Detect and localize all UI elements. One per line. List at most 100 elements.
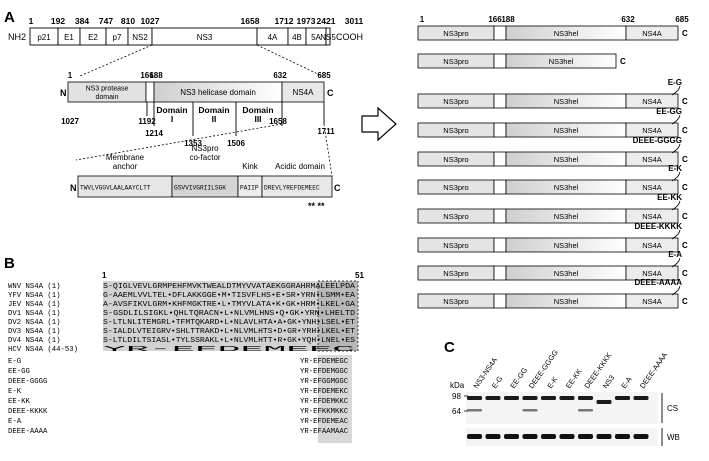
cooh-terminus: COOH <box>336 32 363 42</box>
construct-ns4a-label: NS4A <box>642 212 662 221</box>
cs-band <box>522 396 538 400</box>
domain-number: II <box>212 114 217 124</box>
poly-position: 1658 <box>241 16 260 26</box>
construct-ns4a-label: NS4A <box>642 241 662 250</box>
ns3-top-position: 685 <box>317 71 331 80</box>
construct-linker-box <box>493 179 507 195</box>
poly-segment-label: p21 <box>37 33 51 42</box>
sequence-alignment: 1 51 WNV NS4A (1)S-QIGLVEVLGRMPEHFMVKTWE… <box>8 271 364 443</box>
cs-band <box>504 396 519 400</box>
construct-ns4a-box <box>625 179 679 195</box>
ns4a-detail: Membrane anchor NS3pro co-factor Kink Ac… <box>70 144 341 211</box>
poly-segment-label: 5A <box>311 33 321 42</box>
poly-position: 1973 <box>297 16 316 26</box>
cs-band <box>596 400 612 404</box>
poly-position: 810 <box>121 16 135 26</box>
construct-ns3hel-label: NS3hel <box>554 241 579 250</box>
ns3-top-position: 166 <box>140 71 154 80</box>
wb-band <box>633 434 649 439</box>
domain-number: I <box>171 114 173 124</box>
mutant-sequence: YR-EFDEMEGC <box>300 358 349 366</box>
detail-c: C <box>334 183 341 193</box>
construct-c-label: C <box>682 97 688 106</box>
panel-label-c: C <box>444 339 455 356</box>
construct-mutation-label: E-K <box>668 164 682 173</box>
blot-lane-label: DEEE-AAAA <box>638 351 669 390</box>
alignment-sequence: G-AAEMLVVLTEL•DFLAKKGGE•M•TISVFLHS•E•SR•… <box>103 292 356 300</box>
domain-word: Domain <box>242 105 273 115</box>
alignment-name: JEV NS4A (1) <box>8 301 61 309</box>
construct-ns4a-box <box>625 265 679 281</box>
domain-number: III <box>254 114 261 124</box>
construct-mutation-label: E-A <box>668 250 682 259</box>
construct-mutation-label: EE-GG <box>656 107 682 116</box>
poly-position: 2421 <box>317 16 336 26</box>
cofactor-sequence: GSVVIVGRIILSGK <box>174 185 226 192</box>
poly-position: 192 <box>51 16 65 26</box>
domain-dividers <box>146 102 325 136</box>
mutant-sequence: YR-EFDEMEAC <box>300 418 349 426</box>
construct-mutation-label: E-G <box>668 78 682 87</box>
cs-faint-band <box>522 409 538 412</box>
construct-linker-box <box>493 122 507 138</box>
alignment-sequence: S-IALDLVTEIGRV•SHLTTRAKD•L•NLVMLHTS•D•GR… <box>103 328 356 336</box>
mutation-pointer <box>671 114 681 125</box>
construct-mutation-label: DEEE-GGGG <box>633 136 682 145</box>
wb-band <box>504 434 519 439</box>
construct-linker-box <box>493 93 507 109</box>
panel-label-b: B <box>4 255 15 272</box>
ns3-bottom-position: 1192 <box>138 117 156 126</box>
mutation-pointer <box>671 285 681 296</box>
construct-ns3hel-label: NS3hel <box>554 126 579 135</box>
cs-faint-band <box>467 409 482 412</box>
alignment-sequence: S-LTLDILTSIASL•TYLSSRAKL•L•NLVMLHTT•R•GK… <box>103 337 356 345</box>
mutant-name: E-A <box>8 418 22 426</box>
poly-segment-label: 4A <box>268 33 278 42</box>
construct-ns3hel-box <box>505 53 617 69</box>
poly-segment-label: NS3 <box>197 33 213 42</box>
alignment-sequence: A-AVSFIKVLGRM•KHFMGKTRE•L•TMYVLATA•K•GK•… <box>103 301 356 309</box>
construct-ns3pro-label: NS3pro <box>443 212 468 221</box>
poly-segment-label: E2 <box>88 33 98 42</box>
mutant-sequence: YR-EFDEMGGC <box>300 368 349 376</box>
acidic-label: Acidic domain <box>275 162 325 171</box>
construct-ns3hel-label: NS3hel <box>554 155 579 164</box>
construct-ns4a-label: NS4A <box>642 29 662 38</box>
mutation-pointer <box>671 200 681 211</box>
wb-band <box>467 434 482 439</box>
construct-ns4a-box <box>625 25 679 41</box>
right-arrow-icon <box>361 106 397 142</box>
poly-segment-label: NS2 <box>132 33 148 42</box>
alignment-sequence: YR-EFDEMEEC <box>103 346 358 354</box>
mutant-sequence: YR-EFDEMEKC <box>300 388 349 396</box>
construct-ns4a-box <box>625 122 679 138</box>
ns3-top-position: 188 <box>149 71 163 80</box>
blot-lane-label: E-A <box>619 375 633 390</box>
construct-ns3hel-label: NS3hel <box>554 29 579 38</box>
alignment-sequence: S-LTLNLITEMGRL•TFMTQKARD•L•NLAVLHTA•A•GK… <box>103 319 356 327</box>
construct-ns4a-box <box>625 151 679 167</box>
cofactor-label-2: co-factor <box>189 153 220 162</box>
blot-lane-label: E-K <box>545 375 559 390</box>
cs-band <box>467 396 482 400</box>
construct-c-label: C <box>682 29 688 38</box>
alignment-name: WNV NS4A (1) <box>8 283 61 291</box>
construct-ns3hel-label: NS3hel <box>554 212 579 221</box>
construct-ns4a-label: NS4A <box>642 269 662 278</box>
mutant-sequence: YR-EFKKMKKC <box>300 408 349 416</box>
wb-band <box>578 434 593 439</box>
cofactor-label-1: NS3pro <box>191 144 219 153</box>
construct-ns3pro-label: NS3pro <box>443 241 468 250</box>
nh2-terminus: NH2 <box>8 32 26 42</box>
construct-ns4a-label: NS4A <box>642 297 662 306</box>
helicase-label: NS3 helicase domain <box>180 88 256 97</box>
wb-label: WB <box>667 433 680 442</box>
mutant-name: E-K <box>8 388 22 396</box>
marker-98: 98 <box>452 392 461 401</box>
mutant-name: DEEE-GGGG <box>8 378 47 386</box>
mutant-name: E-G <box>8 358 21 366</box>
construct-ns3pro-label: NS3pro <box>443 126 468 135</box>
mutant-name: EE-GG <box>8 368 30 376</box>
